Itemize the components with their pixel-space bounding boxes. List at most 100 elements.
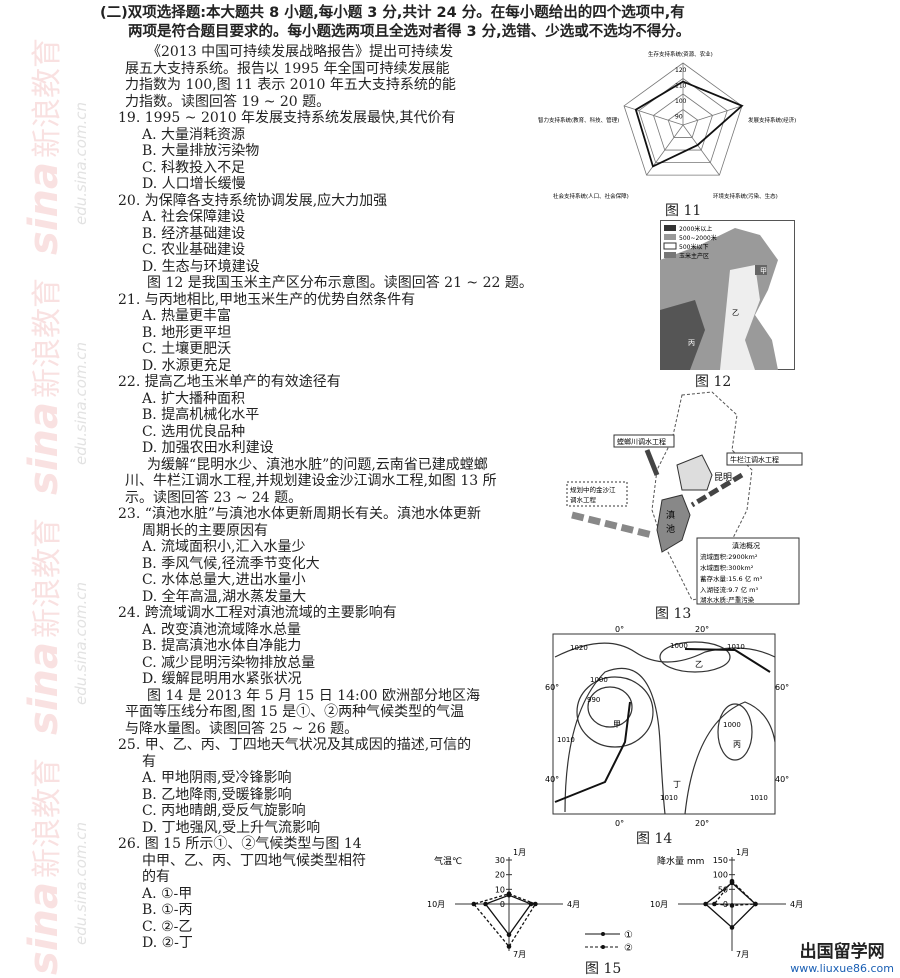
data-point [528,901,534,907]
radar-axis [682,124,720,176]
front-east [684,648,771,673]
question-stem: 周期长的主要原因有 [142,522,268,539]
month-label: 4月 [567,900,580,909]
option-a: A. 改变滇池流域降水总量 [142,621,302,638]
data-point [506,932,512,938]
figure-11-radar-chart: 90100110120生存支持系统(资源、农业)发展支持系统(经济)环境支持系统… [538,50,796,200]
place-label: 丙 [688,339,695,347]
question-column: 《2013 中国可持续发展战略报告》提出可持续发展五大支持系统。报告以 1995… [118,44,538,952]
watermark-url: edu.sina.com.cn [72,821,90,945]
data-point [483,901,488,907]
tick-label: 100 [713,871,728,880]
option-c: C. 选用优良品种 [142,423,246,440]
intro-23-24: 为缓解“昆明水少、滇池水脏”的问题,云南省已建成螳螂川、牛栏江调水工程,并规划建… [118,457,538,507]
option-d: D. 人口增长缓慢 [142,176,246,192]
axis-label: 生存支持系统(资源、农业) [648,50,713,58]
watermark-url: edu.sina.com.cn [72,581,90,705]
radar-axis [682,105,743,126]
axis-label: 智力支持系统(教育、科技、管理) [538,116,619,124]
option-b: B. 经济基础建设 [142,225,246,242]
high-plateau [660,300,705,370]
intro-21-22: 图 12 是我国玉米主产区分布示意图。读图回答 21 ~ 22 题。 [118,275,538,292]
logo-url: www.liuxue86.com [790,962,894,975]
basin-boundary [651,391,753,601]
option-c: C. 水体总量大,进出水量小 [142,572,306,588]
isobar-label: 1020 [570,644,588,652]
data-point [712,901,717,907]
ring-label: 100 [675,98,687,105]
question-stem: 的有 [142,869,170,885]
radar-ring [653,93,713,151]
figure-12-caption: 图 12 [695,374,732,390]
month-label: 7月 [513,950,526,958]
lon-label: 20° [695,625,709,634]
lat-label: 40° [545,775,559,784]
option-a: A. 甲地阴雨,受冷锋影响 [142,770,292,786]
month-label: 4月 [790,900,803,909]
radar-axis [623,105,684,126]
tick-label: 10 [495,885,505,894]
option-d: D. 生态与环境建设 [142,258,260,275]
data-point [506,891,512,897]
info-line: 入湖径流:9.7 亿 m³ [700,585,758,594]
legend-label: 2000米以上 [679,225,712,233]
watermark-cn: 新浪教育 [30,38,65,158]
question-stem: 22. 提高乙地玉米单产的有效途径有 [118,374,341,390]
question-stem: 中甲、乙、丙、丁四地气候类型相符 [142,852,366,869]
legend-label: 玉米主产区 [679,252,709,260]
place-ding: 丁 [673,780,681,789]
figure-14-isobar-map: 0° 20° 0° 20° 60° 60° 40° 40° 1020 1000 … [545,625,789,828]
text-line: 图 14 是 2013 年 5 月 15 日 14:00 欧洲部分地区海 [147,687,481,704]
lon-label: 0° [615,819,624,828]
text-line: 与降水量图。读图回答 25 ~ 26 题。 [125,720,359,737]
tanglang-label: 螳螂川调水工程 [617,437,666,446]
legend-label: 500米以下 [679,243,708,251]
option-c: C. ②-乙 [142,918,193,935]
info-line: 湖水水质:严重污染 [700,595,755,604]
tick-label: 30 [495,856,505,865]
figure-13-caption: 图 13 [655,606,692,622]
isobar-label: 1010 [557,736,575,744]
figure-14-caption: 图 14 [636,831,673,847]
isobar-label: 1010 [750,794,768,802]
option-b: B. 乙地降雨,受暖锋影响 [142,786,292,803]
option-d: D. ②-丁 [142,935,193,951]
isobar-label: 1010 [660,794,678,802]
text-line: 力指数。读图回答 19 ~ 20 题。 [125,93,331,110]
text-line: 平面等压线分布图,图 15 是①、②两种气候类型的气温 [125,704,465,720]
watermark-url: edu.sina.com.cn [72,341,90,465]
option-a: A. 热量更丰富 [142,308,232,324]
text-line: 《2013 中国可持续发展战略报告》提出可持续发 [147,44,454,60]
option-b: B. 大量排放污染物 [142,143,260,159]
tick-label: 150 [713,856,728,865]
intro-25-26: 图 14 是 2013 年 5 月 15 日 14:00 欧洲部分地区海平面等压… [118,688,538,738]
lon-label: 20° [695,819,709,828]
place-label: 甲 [760,267,767,275]
arrow-icon [644,449,660,476]
logo-title: 出国留学网 [799,942,885,962]
option-b: B. 提高滇池水体自净能力 [142,638,302,654]
question-stem: 24. 跨流域调水工程对滇池流域的主要影响有 [118,605,397,621]
legend-swatch [664,252,676,258]
month-label: 10月 [650,900,668,909]
legend-label: ② [624,943,633,954]
data-point [729,925,735,930]
dianchi-label: 滇 [666,509,675,521]
arrow-icon [690,472,744,508]
isobars [554,641,776,815]
data-point [729,903,735,908]
radar-series [634,80,744,168]
axis-label: 环境支持系统(污染、生态) [713,192,778,200]
question-stem: 26. 图 15 所示①、②气候类型与图 14 [118,836,362,852]
watermark-brand: sina [21,882,67,975]
watermark-cn: 新浪教育 [30,518,65,638]
